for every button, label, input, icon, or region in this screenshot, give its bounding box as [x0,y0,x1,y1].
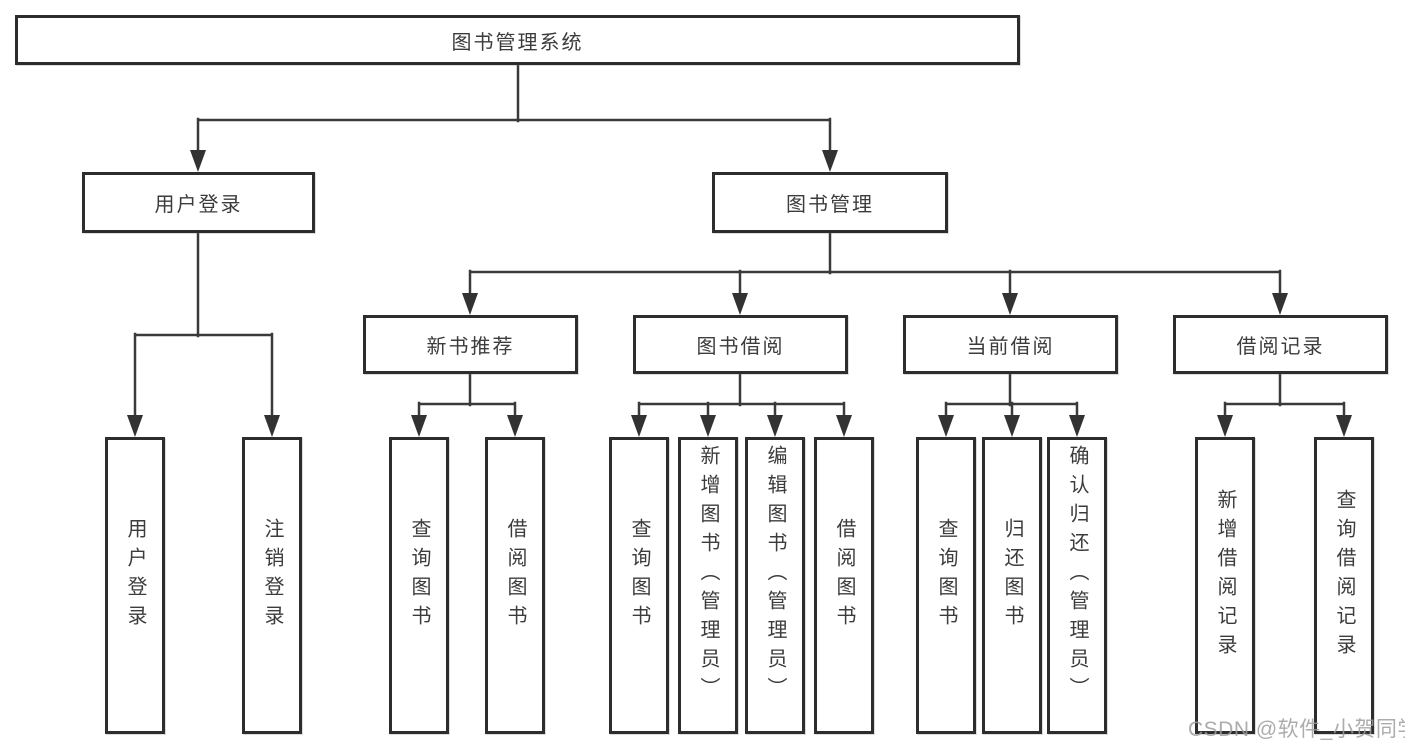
leaf-confirm-return-admin-label: 确认归还（管理员） [1066,445,1088,706]
leaf-recommend-borrow-books: 借阅图书 [485,437,545,734]
leaf-edit-books-admin-label: 编辑图书（管理员） [764,445,786,706]
node-new-book-recommend: 新书推荐 [363,315,578,374]
leaf-current-query-books: 查询图书 [916,437,976,734]
leaf-borrowing-borrow-books-label: 借阅图书 [833,517,855,634]
leaf-user-login: 用户登录 [105,437,165,734]
node-current-borrowing: 当前借阅 [903,315,1118,374]
node-borrowing-records-label: 借阅记录 [1236,336,1325,358]
node-root-label: 图书管理系统 [451,31,584,54]
node-book-management: 图书管理 [712,172,948,233]
leaf-add-borrow-record-label: 新增借阅记录 [1214,488,1236,663]
leaf-recommend-query-books-label: 查询图书 [408,517,430,634]
leaf-return-books: 归还图书 [982,437,1042,734]
leaf-return-books-label: 归还图书 [1001,517,1023,634]
leaf-borrowing-query-books: 查询图书 [609,437,669,734]
csdn-watermark: CSDN @软件_小贺同学 [1188,718,1405,741]
node-borrowing-records: 借阅记录 [1173,315,1388,374]
node-current-borrowing-label: 当前借阅 [966,336,1055,358]
leaf-logout: 注销登录 [242,437,302,734]
leaf-recommend-query-books: 查询图书 [389,437,449,734]
leaf-recommend-borrow-books-label: 借阅图书 [504,517,526,634]
leaf-logout-label: 注销登录 [261,517,283,634]
node-book-borrowing-label: 图书借阅 [696,336,785,358]
node-root: 图书管理系统 [15,15,1020,65]
leaf-user-login-label: 用户登录 [124,517,146,634]
leaf-borrowing-borrow-books: 借阅图书 [814,437,874,734]
node-user-login: 用户登录 [82,172,315,233]
leaf-add-books-admin-label: 新增图书（管理员） [697,445,719,706]
node-book-borrowing: 图书借阅 [633,315,848,374]
leaf-add-borrow-record: 新增借阅记录 [1195,437,1255,734]
leaf-query-borrow-record-label: 查询借阅记录 [1333,488,1355,663]
leaf-edit-books-admin: 编辑图书（管理员） [745,437,805,734]
node-new-book-recommend-label: 新书推荐 [426,336,515,358]
leaf-borrowing-query-books-label: 查询图书 [628,517,650,634]
leaf-query-borrow-record: 查询借阅记录 [1314,437,1374,734]
leaf-confirm-return-admin: 确认归还（管理员） [1047,437,1107,734]
leaf-current-query-books-label: 查询图书 [935,517,957,634]
leaf-add-books-admin: 新增图书（管理员） [678,437,738,734]
node-user-login-label: 用户登录 [154,194,243,216]
node-book-management-label: 图书管理 [786,194,874,216]
